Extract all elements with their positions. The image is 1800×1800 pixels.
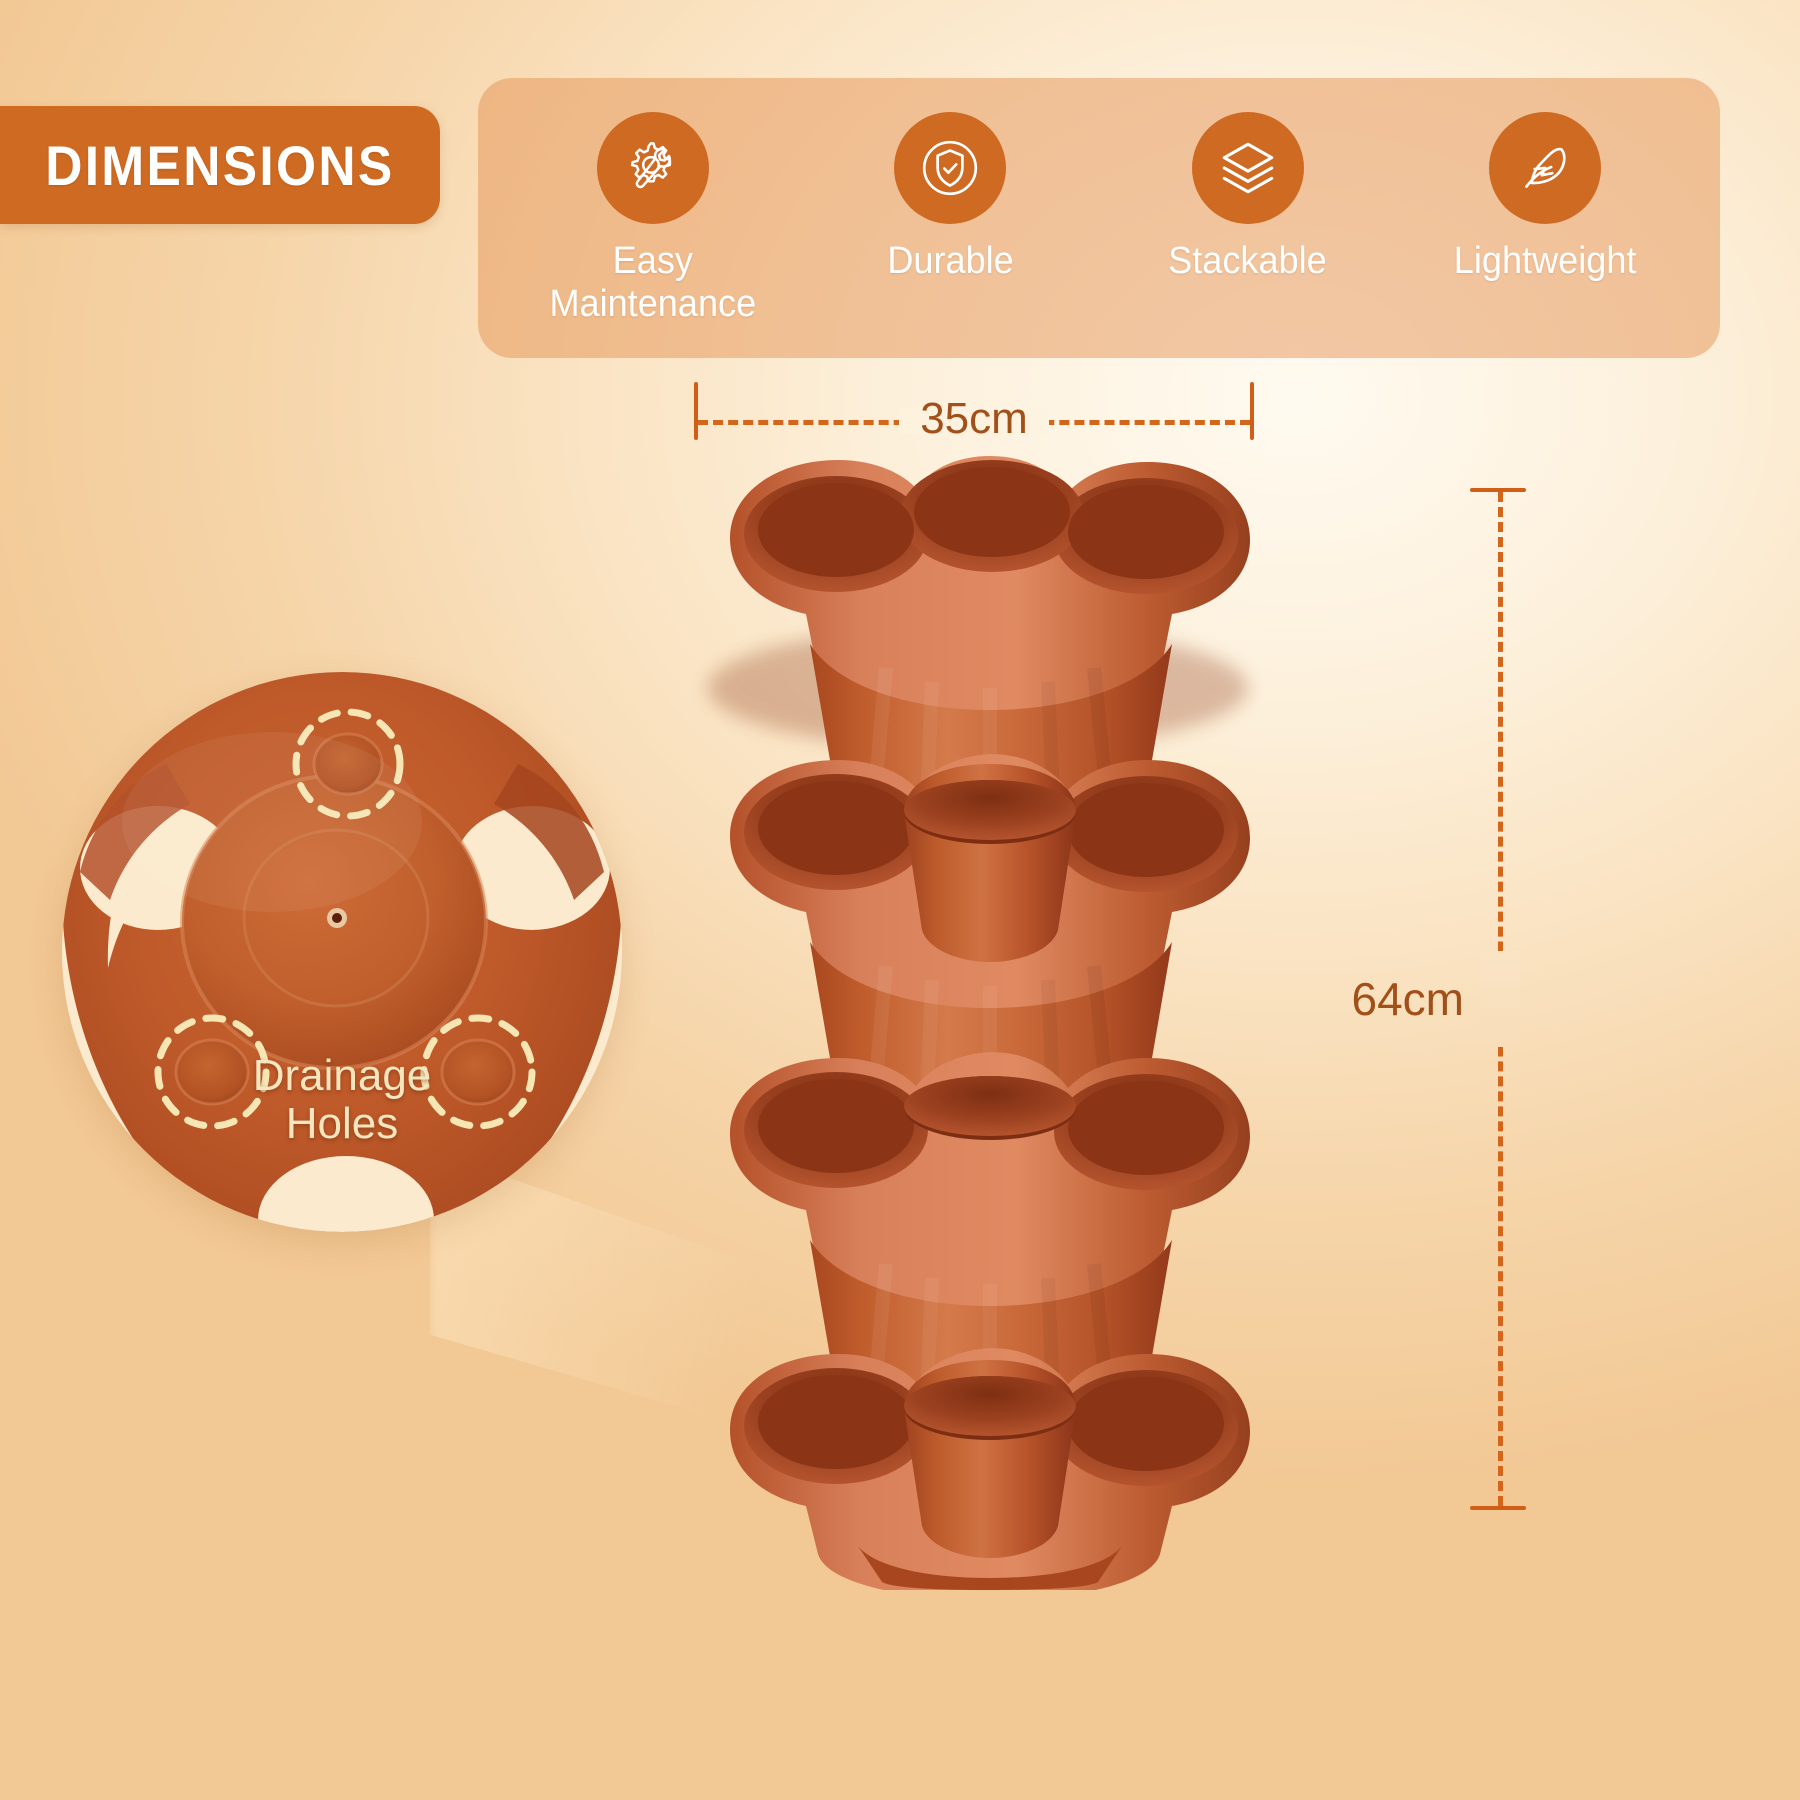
product-planter-stack xyxy=(660,430,1300,1600)
dimensions-banner: DIMENSIONS xyxy=(0,106,440,224)
width-dimension-cap-right xyxy=(1250,382,1254,440)
gear-wrench-icon xyxy=(596,112,709,224)
width-dimension: 35cm xyxy=(694,382,1254,446)
height-dimension-cap-top xyxy=(1470,488,1526,492)
drainage-holes-inset xyxy=(62,672,622,1232)
stacked-layers-icon xyxy=(1191,112,1304,224)
height-dimension-label: 64cm xyxy=(1351,973,1464,1025)
width-dimension-cap-left xyxy=(694,382,698,440)
feature-label: Durable xyxy=(887,240,1014,282)
planter-stack-illustration xyxy=(708,456,1250,1600)
planter-tier-4 xyxy=(730,1348,1250,1600)
feature-durable: Durable xyxy=(825,112,1075,283)
feather-icon xyxy=(1489,112,1602,224)
feature-label: Lightweight xyxy=(1453,240,1637,282)
dimensions-banner-title: DIMENSIONS xyxy=(45,133,395,197)
height-dimension-cap-bottom xyxy=(1470,1506,1526,1510)
feature-stackable: Stackable xyxy=(1123,112,1373,283)
planter-base xyxy=(858,1546,1122,1590)
height-dimension-label-mask xyxy=(1480,951,1520,1047)
drainage-holes-illustration xyxy=(62,672,622,1232)
width-dimension-label: 35cm xyxy=(920,394,1028,443)
feature-lightweight: Lightweight xyxy=(1420,112,1670,283)
width-dimension-label-mask xyxy=(899,408,1049,434)
drainage-hole-top xyxy=(292,708,404,820)
feature-label: Stackable xyxy=(1168,240,1328,282)
shield-check-icon xyxy=(894,112,1007,224)
drainage-hole-right xyxy=(420,1014,536,1130)
planter-tier-3 xyxy=(730,1052,1250,1478)
drainage-hole-left xyxy=(154,1014,270,1130)
height-dimension: 64cm xyxy=(1352,488,1528,1510)
